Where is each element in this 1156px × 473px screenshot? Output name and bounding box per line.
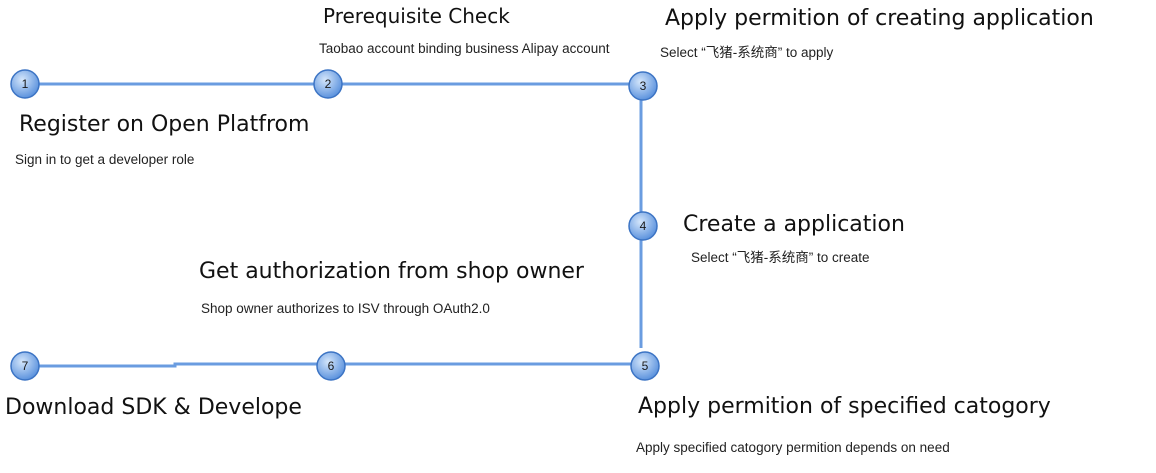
step-node-number: 1 bbox=[22, 77, 29, 91]
step-5-description: Apply specified catogory permition depen… bbox=[636, 440, 950, 455]
step-2-title: Prerequisite Check bbox=[323, 4, 510, 28]
step-4-description: Select “飞猪-系统商” to create bbox=[691, 250, 870, 265]
step-node-number: 4 bbox=[640, 219, 647, 233]
step-node-7: 7 bbox=[10, 351, 40, 381]
step-node-circle bbox=[628, 71, 658, 101]
step-node-4: 4 bbox=[628, 211, 658, 241]
step-2-description: Taobao account binding business Alipay a… bbox=[319, 41, 610, 56]
step-node-circle bbox=[628, 211, 658, 241]
step-6-title: Get authorization from shop owner bbox=[199, 259, 584, 284]
step-node-circle bbox=[630, 351, 660, 381]
step-nodes: 1 2 3 4 5 6 7 bbox=[10, 69, 660, 381]
step-node-number: 7 bbox=[22, 359, 29, 373]
step-1-title: Register on Open Platfrom bbox=[19, 112, 310, 137]
step-3-title: Apply permition of creating application bbox=[665, 6, 1094, 31]
step-4-title: Create a application bbox=[683, 212, 905, 237]
step-node-number: 2 bbox=[325, 77, 332, 91]
step-node-number: 3 bbox=[640, 79, 647, 93]
step-node-circle bbox=[10, 69, 40, 99]
step-node-circle bbox=[10, 351, 40, 381]
step-1-description: Sign in to get a developer role bbox=[15, 152, 195, 167]
step-node-circle bbox=[313, 69, 343, 99]
step-node-circle bbox=[316, 351, 346, 381]
step-node-2: 2 bbox=[313, 69, 343, 99]
step-node-6: 6 bbox=[316, 351, 346, 381]
step-node-3: 3 bbox=[628, 71, 658, 101]
step-7-title: Download SDK & Develope bbox=[5, 395, 302, 420]
step-3-description: Select “飞猪-系统商” to apply bbox=[660, 45, 834, 60]
connector-lines bbox=[25, 82, 645, 368]
connector-6-7 bbox=[25, 362, 331, 368]
step-node-number: 5 bbox=[642, 359, 649, 373]
step-node-5: 5 bbox=[630, 351, 660, 381]
step-node-number: 6 bbox=[328, 359, 335, 373]
step-5-title: Apply permition of specified catogory bbox=[638, 394, 1051, 419]
step-node-1: 1 bbox=[10, 69, 40, 99]
step-6-description: Shop owner authorizes to ISV through OAu… bbox=[201, 301, 490, 316]
